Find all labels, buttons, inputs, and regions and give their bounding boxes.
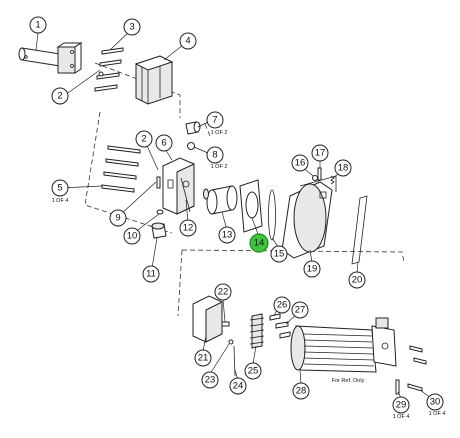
callout-label: 9 bbox=[115, 213, 120, 224]
callout-label: 1 bbox=[35, 20, 40, 31]
callout-label: 13 bbox=[222, 230, 233, 241]
part-27-bolt bbox=[275, 321, 291, 339]
part-29-bolts bbox=[395, 379, 400, 395]
part-24-pin bbox=[233, 345, 236, 377]
callout-10[interactable]: 10 bbox=[123, 227, 141, 245]
callout-label: 12 bbox=[183, 223, 194, 234]
callout-8[interactable]: 8 bbox=[206, 146, 224, 164]
part-17-screw bbox=[317, 167, 322, 181]
part-3-bolts bbox=[94, 47, 124, 92]
callout-17[interactable]: 17 bbox=[311, 144, 329, 162]
callout-label: 17 bbox=[315, 148, 326, 159]
part-8-ring bbox=[187, 142, 195, 150]
callout-label: 24 bbox=[233, 381, 244, 392]
callout-28[interactable]: 28 bbox=[292, 382, 310, 400]
callout-13[interactable]: 13 bbox=[218, 226, 236, 244]
callout-label: 19 bbox=[307, 264, 318, 275]
part-13-hub bbox=[203, 185, 238, 215]
part-15-ring bbox=[268, 189, 276, 241]
callout-18[interactable]: 18 bbox=[334, 159, 352, 177]
part-1-actuator bbox=[18, 42, 83, 74]
callout-15[interactable]: 15 bbox=[270, 245, 288, 263]
callout-2-middle[interactable]: 2 bbox=[135, 130, 153, 148]
callout-label: 20 bbox=[352, 275, 363, 286]
part-12-rod bbox=[180, 177, 191, 213]
callout-4[interactable]: 4 bbox=[179, 32, 197, 50]
callout-23[interactable]: 23 bbox=[201, 371, 219, 389]
part-20-gasket bbox=[351, 195, 368, 265]
callout-label: 29 bbox=[396, 400, 407, 411]
callout-label: 30 bbox=[430, 397, 441, 408]
callout-20[interactable]: 20 bbox=[348, 271, 366, 289]
part-22-screw bbox=[221, 321, 230, 327]
callout-label: 6 bbox=[161, 138, 166, 149]
callout-14[interactable]: 14 bbox=[249, 233, 269, 253]
part-28-motor bbox=[290, 317, 397, 373]
note-30-qty: 1 OF 4 bbox=[429, 411, 446, 417]
callout-label: 7 bbox=[212, 115, 217, 126]
callout-label: 8 bbox=[212, 150, 217, 161]
part-16-clip bbox=[312, 175, 318, 181]
callout-24[interactable]: 24 bbox=[229, 377, 247, 395]
callout-2-top[interactable]: 2 bbox=[51, 87, 69, 105]
part-18-spring bbox=[330, 175, 335, 185]
part-14-disc bbox=[239, 179, 263, 233]
callout-19[interactable]: 19 bbox=[303, 260, 321, 278]
part-9-pin bbox=[156, 176, 161, 189]
callout-29[interactable]: 29 bbox=[392, 396, 410, 414]
callout-26[interactable]: 26 bbox=[273, 296, 291, 314]
note-7-qty: 1 OF 2 bbox=[211, 130, 228, 136]
callout-label: 16 bbox=[295, 158, 306, 169]
callout-7[interactable]: 7 bbox=[206, 111, 224, 129]
callout-label: 3 bbox=[129, 22, 134, 33]
part-7-fitting bbox=[185, 121, 201, 135]
callout-5[interactable]: 5 bbox=[51, 179, 69, 197]
callout-label: 28 bbox=[296, 386, 307, 397]
callout-11[interactable]: 11 bbox=[142, 265, 160, 283]
part-10-washer bbox=[156, 209, 164, 215]
note-5-qty: 1 OF 4 bbox=[52, 198, 69, 204]
callout-3[interactable]: 3 bbox=[123, 18, 141, 36]
part-23-screw bbox=[228, 339, 234, 345]
callout-label: 27 bbox=[295, 305, 306, 316]
callout-label: 23 bbox=[205, 375, 216, 386]
callout-label: 14 bbox=[254, 238, 265, 249]
callout-label: 26 bbox=[277, 300, 288, 311]
callout-label: 18 bbox=[338, 163, 349, 174]
part-6-housing bbox=[162, 157, 195, 215]
callout-label: 2 bbox=[141, 134, 146, 145]
callout-label: 4 bbox=[185, 36, 190, 47]
part-11-fitting bbox=[151, 222, 167, 239]
callout-12[interactable]: 12 bbox=[179, 219, 197, 237]
callout-1[interactable]: 1 bbox=[29, 16, 47, 34]
note-8-qty: 1 OF 2 bbox=[211, 164, 228, 170]
callout-label: 5 bbox=[57, 183, 62, 194]
part-25-gear bbox=[249, 313, 265, 349]
note-for-ref-only: For Ref. Only bbox=[332, 378, 365, 384]
part-26-bolt bbox=[269, 313, 281, 321]
callout-label: 21 bbox=[198, 353, 209, 364]
callout-30[interactable]: 30 bbox=[426, 393, 444, 411]
part-21-box bbox=[192, 295, 223, 343]
callout-16[interactable]: 16 bbox=[291, 154, 309, 172]
callout-label: 11 bbox=[146, 269, 156, 280]
part-19-cover bbox=[281, 175, 337, 259]
callout-label: 22 bbox=[218, 287, 229, 298]
callout-21[interactable]: 21 bbox=[194, 349, 212, 367]
callout-label: 15 bbox=[274, 249, 285, 260]
note-29-qty: 1 OF 4 bbox=[393, 414, 410, 420]
callout-label: 2 bbox=[57, 91, 62, 102]
part-4-block bbox=[134, 55, 174, 105]
part-30-bolts bbox=[407, 345, 427, 392]
callout-22[interactable]: 22 bbox=[214, 283, 232, 301]
callout-label: 10 bbox=[127, 231, 138, 242]
callout-label: 25 bbox=[248, 366, 259, 377]
callout-27[interactable]: 27 bbox=[291, 301, 309, 319]
callout-25[interactable]: 25 bbox=[244, 362, 262, 380]
callout-6[interactable]: 6 bbox=[155, 134, 173, 152]
callout-9[interactable]: 9 bbox=[109, 209, 127, 227]
part-5-bolts bbox=[101, 145, 141, 193]
